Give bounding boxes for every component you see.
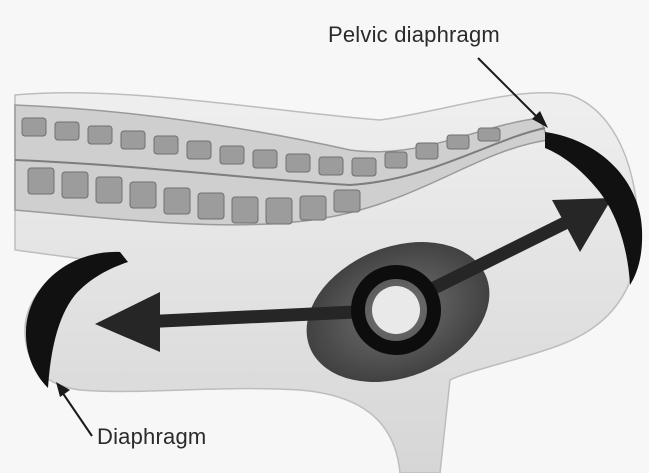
pressure-center: [372, 286, 420, 334]
pelvic-diaphragm-label: Pelvic diaphragm: [328, 22, 500, 48]
diaphragm-label: Diaphragm: [97, 424, 206, 450]
